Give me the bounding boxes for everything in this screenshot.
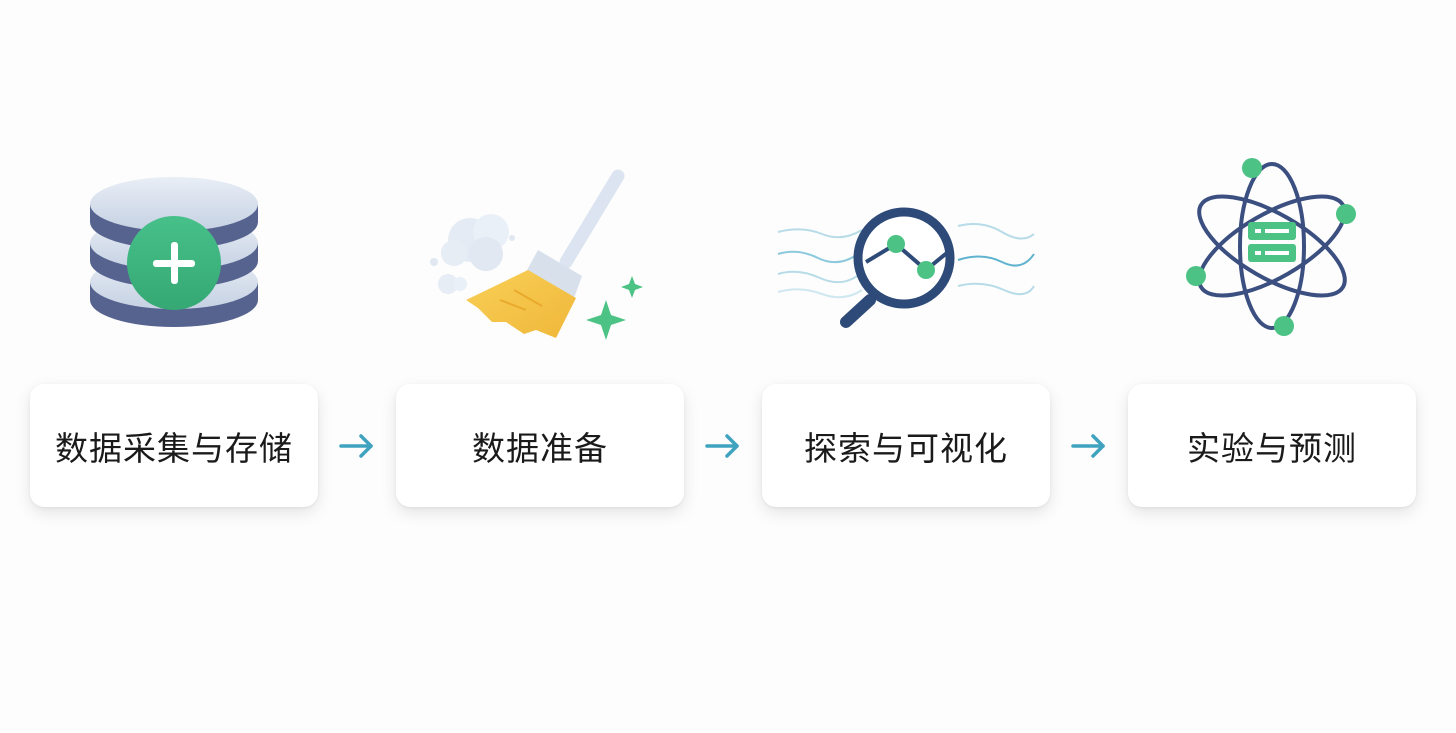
database-add-icon [30,150,318,350]
arrow-right-icon [1071,434,1105,458]
arrow-right-icon [339,434,373,458]
step-label: 实验与预测 [1187,428,1357,468]
arrow-right-icon [705,434,739,458]
step-card-1: 数据采集与存储 [30,384,318,507]
broom-cleaning-icon [396,150,684,350]
step-card-4: 实验与预测 [1128,384,1416,507]
step-card-3: 探索与可视化 [762,384,1050,507]
step-label: 数据采集与存储 [55,428,293,468]
atom-server-icon [1128,150,1416,350]
step-label: 数据准备 [472,428,608,468]
step-card-2: 数据准备 [396,384,684,507]
step-label: 探索与可视化 [804,428,1008,468]
magnifier-chart-icon [762,150,1050,350]
